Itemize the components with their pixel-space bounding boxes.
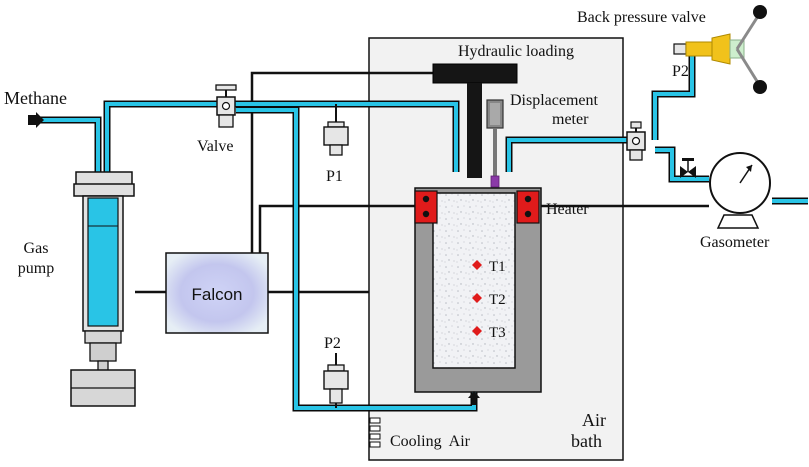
label-heater: Heater — [546, 201, 589, 218]
gas-pump — [70, 171, 136, 407]
outlet-valve-icon — [626, 121, 646, 161]
label-hydraulic-loading: Hydraulic loading — [458, 43, 574, 60]
back-pressure-valve-icon — [673, 5, 767, 94]
inlet-valve-icon — [215, 84, 237, 128]
label-gas-pump-2: pump — [18, 260, 54, 277]
falcon-unit — [165, 252, 269, 334]
heater-right — [516, 190, 540, 224]
label-gas-pump-1: Gas — [24, 240, 49, 257]
label-t2: T2 — [489, 292, 506, 308]
pressure-gauge-p2-icon — [323, 353, 349, 408]
label-valve: Valve — [197, 138, 233, 155]
cooling-air-vents — [369, 417, 381, 448]
label-displacement-2: meter — [552, 111, 589, 128]
label-methane: Methane — [4, 88, 67, 108]
label-p2-bottom: P2 — [324, 335, 341, 352]
label-back-pressure-valve: Back pressure valve — [577, 9, 706, 26]
label-falcon: Falcon — [191, 285, 242, 304]
label-t1: T1 — [489, 259, 506, 275]
label-displacement-1: Displacement — [510, 92, 599, 109]
thermocouple-t3 — [472, 326, 482, 336]
bottom-inlet-arrow-icon — [468, 391, 480, 405]
gasometer-icon — [680, 152, 771, 229]
label-t3: T3 — [489, 325, 506, 341]
thermocouple-t2 — [472, 293, 482, 303]
label-cooling-air: Cooling Air — [390, 433, 471, 450]
hydraulic-loading — [432, 63, 518, 178]
pressure-gauge-p1-icon — [323, 104, 349, 156]
gas-pipes — [40, 48, 808, 412]
label-gasometer: Gasometer — [700, 234, 770, 251]
label-p1: P1 — [326, 168, 343, 185]
label-p2-top: P2 — [672, 63, 689, 80]
heater-left — [414, 190, 438, 224]
label-air: Air — [582, 410, 606, 430]
displacement-meter — [486, 99, 504, 188]
inlet-arrow-icon — [28, 112, 44, 128]
thermocouple-t1 — [472, 260, 482, 270]
signal-wires — [135, 71, 709, 294]
label-bath: bath — [571, 431, 602, 451]
